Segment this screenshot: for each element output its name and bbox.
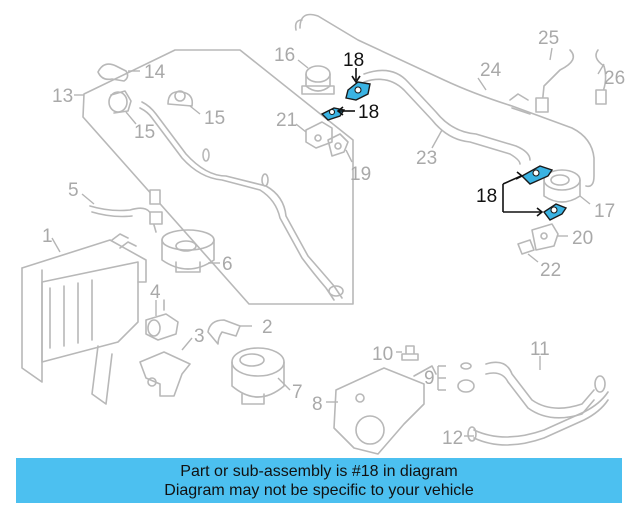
part-12-hose bbox=[464, 391, 609, 446]
callout-15a: 15 bbox=[134, 122, 155, 143]
callout-18-right: 18 bbox=[476, 186, 497, 207]
callout-14: 14 bbox=[144, 62, 166, 83]
callout-8: 8 bbox=[312, 394, 323, 415]
part-15-valve-left bbox=[108, 90, 137, 125]
part-18-gasket-right-upper bbox=[520, 165, 554, 185]
callout-17: 17 bbox=[594, 201, 615, 222]
callout-18-top: 18 bbox=[343, 50, 364, 71]
part-22-clip bbox=[517, 239, 539, 263]
callout-7: 7 bbox=[292, 382, 303, 403]
part-17-valve bbox=[543, 169, 591, 205]
part-8-mount-bracket bbox=[326, 365, 437, 455]
callout-3: 3 bbox=[194, 326, 205, 347]
part-15-valve-right bbox=[167, 90, 201, 115]
part-23-pipe bbox=[363, 69, 531, 165]
part-11-hose bbox=[485, 356, 606, 419]
callout-13: 13 bbox=[52, 86, 73, 107]
part-20-bracket bbox=[531, 223, 568, 251]
part-10-fitting bbox=[396, 345, 419, 361]
callout-24: 24 bbox=[480, 60, 502, 81]
callout-26: 26 bbox=[604, 68, 625, 89]
callout-11: 11 bbox=[530, 339, 550, 360]
part-24-pipe bbox=[294, 13, 595, 188]
callout-5: 5 bbox=[68, 180, 79, 201]
part-19-bracket bbox=[327, 133, 353, 163]
callout-19: 19 bbox=[350, 164, 371, 185]
callout-10: 10 bbox=[372, 344, 393, 365]
callout-22: 22 bbox=[540, 260, 561, 281]
part-6-purge-pump bbox=[161, 229, 220, 273]
callout-18-mid: 18 bbox=[358, 102, 379, 123]
part-21-bracket bbox=[295, 121, 333, 149]
callout-15b: 15 bbox=[204, 108, 225, 129]
callout-20: 20 bbox=[572, 228, 593, 249]
part-7-air-pump bbox=[231, 347, 291, 405]
part-1-charcoal-canister bbox=[21, 233, 147, 405]
panel-hose bbox=[139, 101, 344, 301]
callout-4: 4 bbox=[150, 282, 161, 303]
part-14-hose-elbow bbox=[97, 63, 140, 82]
caption-bar: Part or sub-assembly is #18 in diagram D… bbox=[16, 458, 622, 503]
callout-2: 2 bbox=[262, 317, 273, 338]
callout-12: 12 bbox=[442, 428, 463, 449]
part-3-bracket bbox=[139, 337, 193, 397]
caption-line-2: Diagram may not be specific to your vehi… bbox=[164, 482, 474, 499]
assembly-13-panel bbox=[74, 49, 354, 305]
callout-6: 6 bbox=[222, 254, 233, 275]
callout-16: 16 bbox=[274, 45, 295, 66]
part-18-gasket-top bbox=[345, 81, 371, 101]
highlight-leaders bbox=[336, 68, 544, 217]
part-25-o2-sensor bbox=[535, 47, 575, 113]
caption-line-1: Part or sub-assembly is #18 in diagram bbox=[180, 463, 458, 480]
callout-21: 21 bbox=[276, 110, 297, 131]
part-16-check-valve bbox=[297, 59, 335, 95]
part-4-valve bbox=[145, 299, 179, 341]
callout-25: 25 bbox=[538, 28, 559, 49]
callout-1: 1 bbox=[42, 226, 53, 247]
part-2-elbow bbox=[207, 319, 252, 345]
part-26-o2-sensor bbox=[595, 49, 607, 105]
part-5-sensor-harness bbox=[81, 189, 163, 233]
part-18-gasket-right-lower bbox=[542, 203, 568, 221]
part-9-clips bbox=[437, 362, 475, 393]
callout-9: 9 bbox=[424, 368, 435, 389]
callout-23: 23 bbox=[416, 148, 437, 169]
parts-diagram: 1 2 3 4 5 6 7 8 9 10 11 12 13 14 15 15 1… bbox=[21, 13, 625, 455]
